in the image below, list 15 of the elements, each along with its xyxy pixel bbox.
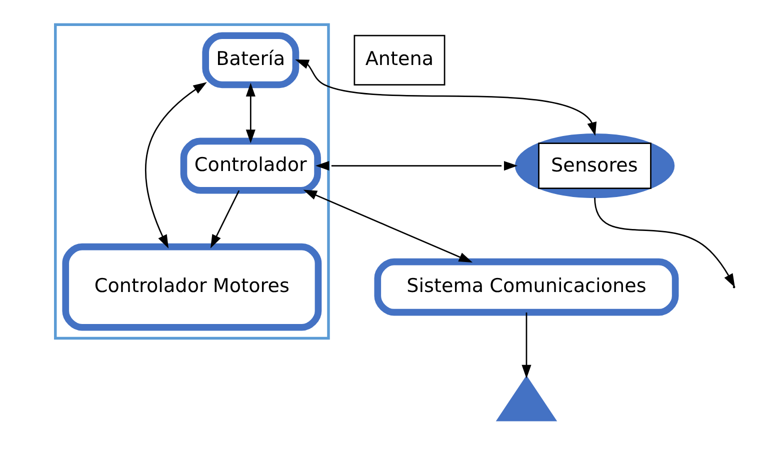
node-box: Sistema Comunicaciones [374,258,679,316]
arrow [145,82,207,249]
node-ellipse: Sensores [514,133,675,198]
arrow [303,190,473,263]
arrow [210,190,240,248]
arrow [522,312,532,378]
node-box: Controlador Motores [62,243,322,331]
node-box: Antena [354,34,446,86]
node-triangle [496,375,558,422]
node-box: Batería [202,32,300,88]
arrow [316,161,518,171]
node-box: Controlador [180,138,321,194]
arrow [295,59,597,136]
arrow [594,198,735,288]
arrow [246,82,256,144]
